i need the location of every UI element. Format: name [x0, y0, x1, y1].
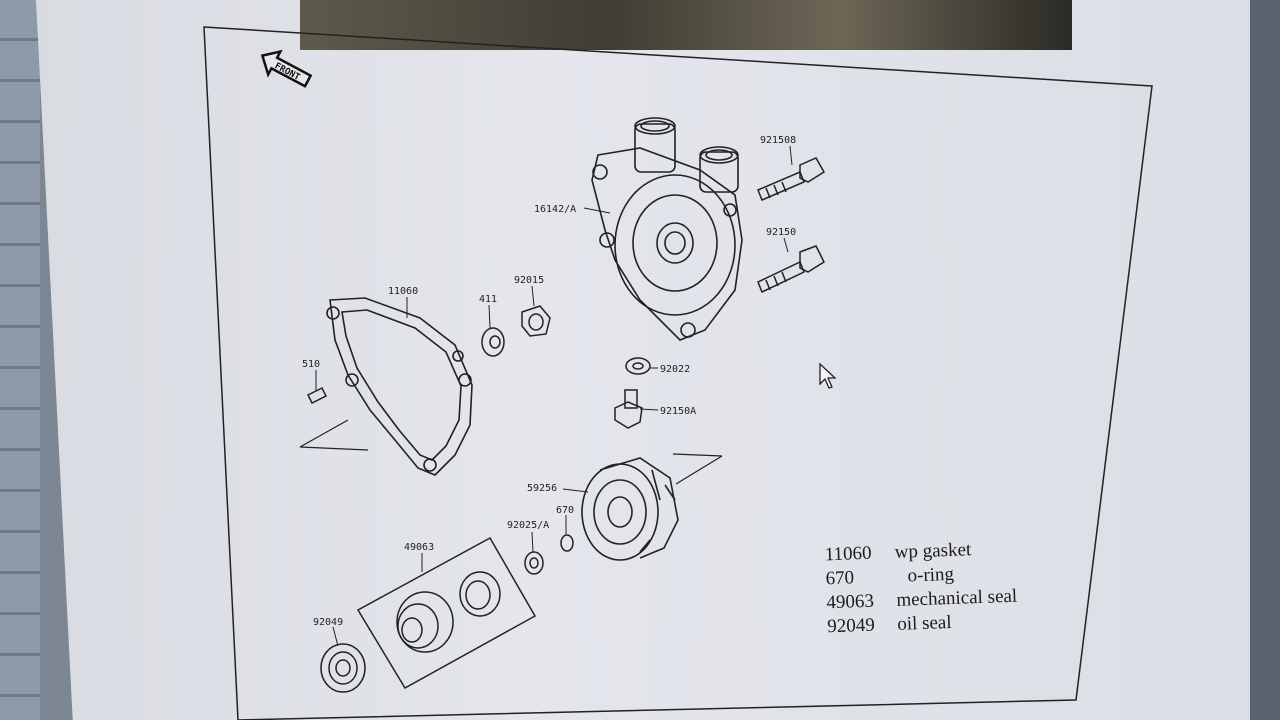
- nut-92015-part: [521, 305, 551, 337]
- impeller-59256-part: [581, 457, 679, 561]
- o-ring-670-part: [560, 534, 574, 552]
- background-blinds: [0, 0, 40, 720]
- legend-part-desc: oil seal: [896, 611, 952, 635]
- parts-legend: 11060 wp gasket 670 o-ring 49063 mechani…: [824, 537, 1018, 640]
- callout-label: 92150: [766, 227, 796, 238]
- callout-label: 16142/A: [534, 204, 576, 215]
- legend-part-desc: wp gasket: [894, 539, 972, 563]
- callout-label: 921508: [760, 135, 796, 146]
- callout-label: 92049: [313, 617, 343, 628]
- pump-cover-part: [591, 117, 743, 341]
- gasket-11060-part: [326, 297, 473, 476]
- guide-lines: [299, 419, 723, 485]
- callout-label: 92025/A: [507, 520, 549, 531]
- paper-page: [36, 0, 1260, 720]
- callout-label: 11060: [388, 286, 418, 297]
- legend-part-number: 670: [825, 567, 855, 590]
- mechanical-seal-49063-part: [356, 536, 537, 690]
- legend-part-desc: o-ring: [907, 563, 955, 587]
- callout-labels: 921508 16142/A 92150 11060 411 92015 510…: [302, 135, 796, 628]
- callout-label: 92022: [660, 364, 690, 375]
- callout-label: 92150A: [660, 406, 696, 417]
- diagram-border: [203, 26, 1153, 720]
- callout-label: 92015: [514, 275, 544, 286]
- bolt-92150A-part: [614, 389, 643, 429]
- legend-part-number: 92049: [826, 614, 876, 638]
- leader-lines: [315, 145, 793, 647]
- callout-label: 59256: [527, 483, 557, 494]
- bolt-92150-part: [757, 245, 825, 294]
- washer-411-part: [481, 327, 505, 357]
- bolt-921508-part: [757, 157, 826, 201]
- callout-label: 49063: [404, 542, 434, 553]
- legend-part-number: 11060: [824, 542, 872, 566]
- front-arrow-icon: FRONT: [260, 49, 313, 88]
- background-edge: [1250, 0, 1280, 720]
- legend-part-number: 49063: [826, 590, 875, 614]
- oil-seal-92049-part: [320, 643, 366, 693]
- callout-label: 670: [556, 505, 574, 516]
- pin-510-part: [306, 386, 328, 405]
- mouse-cursor-icon: [819, 362, 837, 389]
- legend-part-desc: mechanical seal: [896, 585, 1018, 611]
- callout-label: 510: [302, 359, 320, 370]
- washer-92025-part: [524, 551, 544, 575]
- washer-92022-part: [625, 357, 651, 375]
- callout-label: 411: [479, 294, 497, 305]
